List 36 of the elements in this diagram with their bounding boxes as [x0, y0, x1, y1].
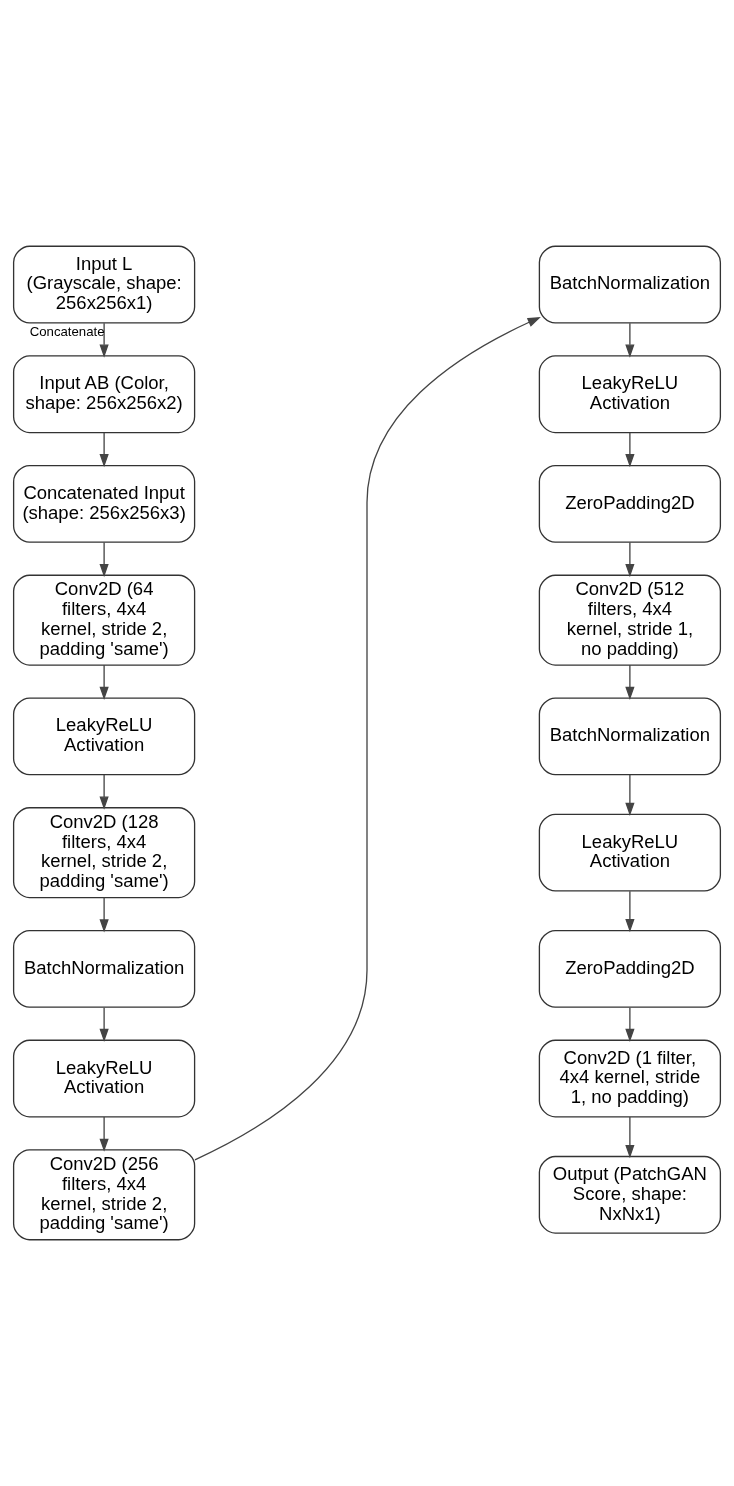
node-box: Conv2D (256 filters, 4x4 kernel, stride 2, padding 'same')	[12, 1149, 196, 1241]
arrow	[194, 317, 541, 1161]
node-box: LeakyReLU Activation	[12, 1039, 196, 1118]
arrow	[99, 664, 109, 701]
node-box: LeakyReLU Activation	[12, 697, 196, 776]
node-box: Conv2D (64 filters, 4x4 kernel, stride 2, padding 'same')	[12, 574, 196, 666]
node-box: ZeroPadding2D	[538, 929, 722, 1008]
arrow	[625, 774, 635, 817]
arrow	[99, 541, 109, 578]
edge-label: Concatenate	[29, 323, 105, 339]
arrow	[99, 1116, 109, 1152]
node-box: Conv2D (128 filters, 4x4 kernel, stride 2, padding 'same')	[12, 807, 196, 899]
arrow	[99, 432, 109, 468]
arrow	[625, 664, 635, 701]
arrow	[625, 541, 635, 578]
node-box: BatchNormalization	[538, 245, 722, 324]
arrow	[625, 1007, 635, 1042]
node-box: Input L (Grayscale, shape: 256x256x1)	[12, 245, 196, 324]
node-box: ZeroPadding2D	[538, 464, 722, 543]
node-box: LeakyReLU Activation	[538, 355, 722, 434]
node-box: BatchNormalization	[12, 929, 196, 1008]
arrow	[99, 774, 109, 810]
arrow	[99, 896, 109, 933]
arrow	[625, 432, 635, 468]
node-box: Output (PatchGAN Score, shape: NxNx1)	[538, 1155, 722, 1234]
node-box: BatchNormalization	[538, 697, 722, 776]
node-box: Conv2D (512 filters, 4x4 kernel, stride 1, no padding)	[538, 574, 722, 666]
arrow	[625, 322, 635, 358]
arrow	[625, 890, 635, 933]
node-box: Concatenated Input (shape: 256x256x3)	[12, 464, 196, 543]
arrow	[99, 322, 109, 358]
node-box: Conv2D (1 filter, 4x4 kernel, stride 1, no padding)	[538, 1039, 722, 1118]
arrow	[99, 1007, 109, 1042]
node-box: LeakyReLU Activation	[538, 813, 722, 892]
node-box: Input AB (Color, shape: 256x256x2)	[12, 355, 196, 434]
arrow	[625, 1116, 635, 1159]
